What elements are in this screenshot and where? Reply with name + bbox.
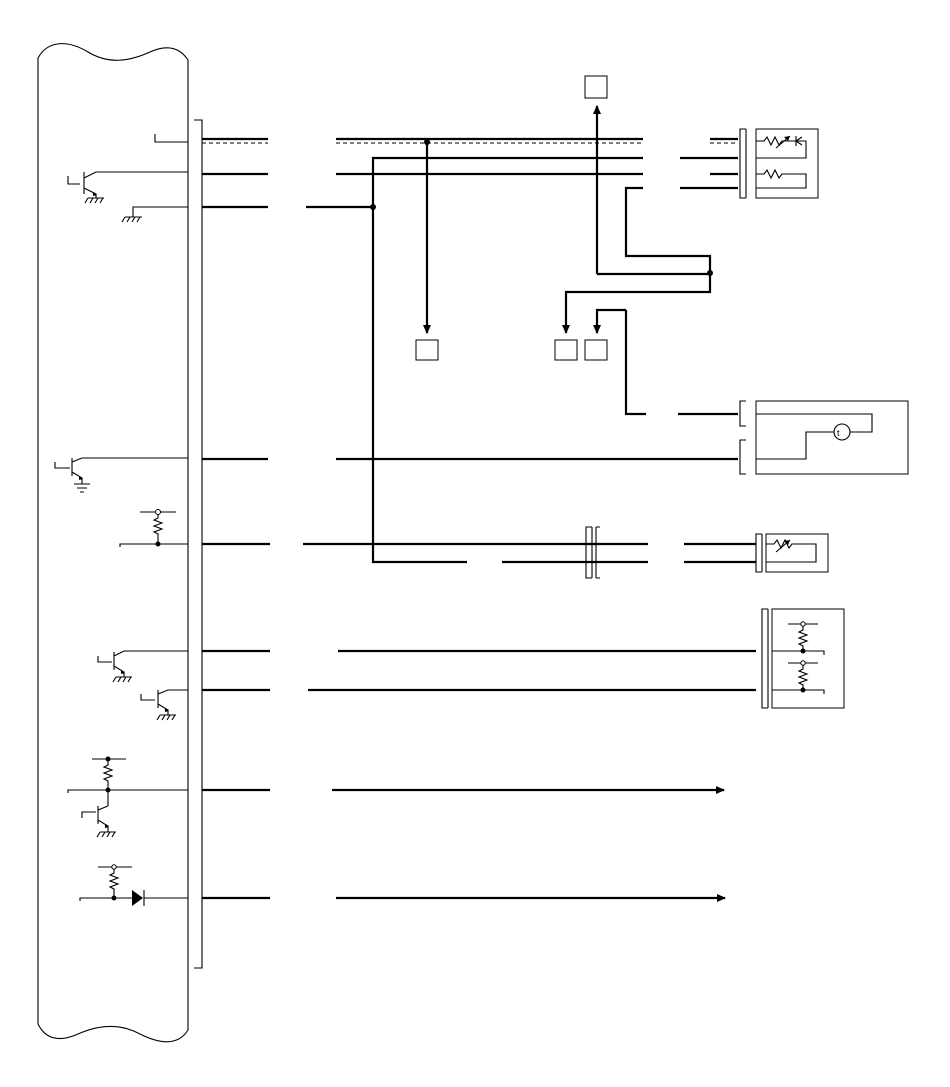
terminal-t4 xyxy=(54,457,268,493)
box-top xyxy=(584,75,608,99)
terminal-t7 xyxy=(140,688,270,721)
wire-vertical-common-down xyxy=(371,207,467,564)
terminal-t3 xyxy=(121,205,268,223)
junction-dot xyxy=(707,270,713,276)
wire-right-3 xyxy=(562,274,712,334)
terminal-t9 xyxy=(79,864,270,906)
box-b xyxy=(554,339,578,361)
terminal-t2 xyxy=(67,171,268,204)
wire-right-1 xyxy=(624,186,712,274)
connector-bracket xyxy=(194,119,203,969)
wire-vertical-common xyxy=(371,156,643,207)
control-unit-outline xyxy=(37,43,189,1043)
box-c xyxy=(584,339,608,361)
sensor-variable-resistor xyxy=(684,533,829,573)
wire-right-5 xyxy=(624,310,646,416)
sensor-connector-top xyxy=(680,128,819,199)
svg-text:t: t xyxy=(837,428,840,438)
wire-right-4 xyxy=(593,308,626,334)
terminal-t5 xyxy=(119,509,270,547)
thermistor-unit: t xyxy=(336,400,909,475)
terminal-t8 xyxy=(67,756,270,838)
box-a xyxy=(415,339,439,361)
terminal-t1 xyxy=(154,134,268,144)
inline-connector xyxy=(585,526,600,579)
terminal-t6 xyxy=(97,649,270,683)
pullup-unit xyxy=(761,608,845,709)
